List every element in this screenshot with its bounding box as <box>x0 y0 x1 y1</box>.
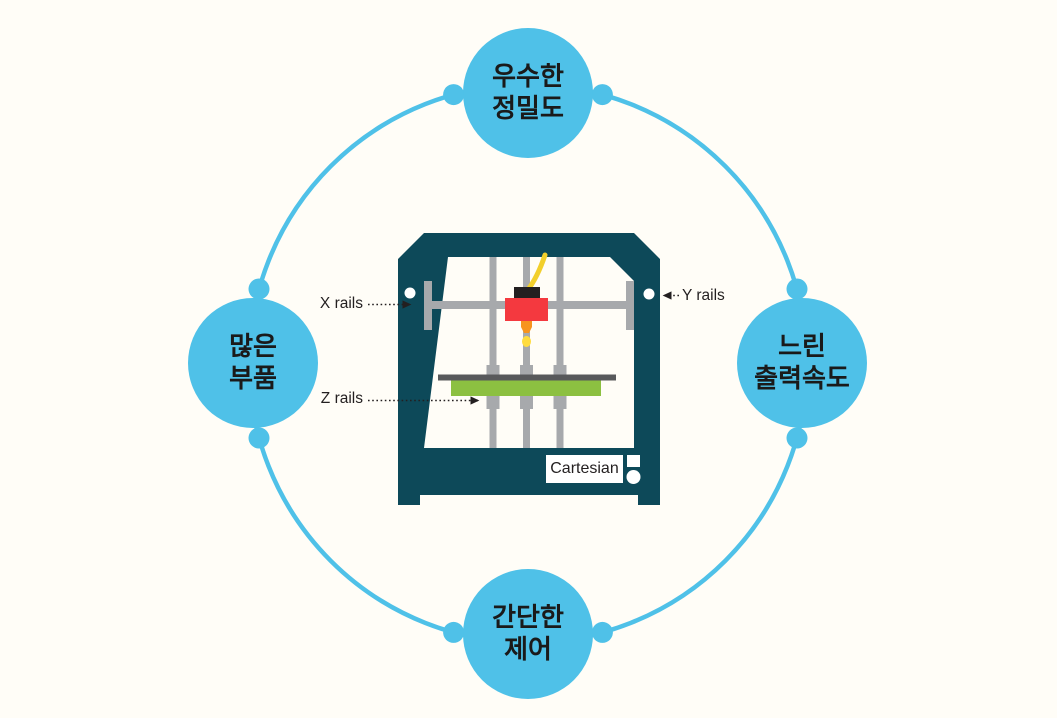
z-rails-label: Z rails <box>320 390 363 407</box>
right-bearing-hole <box>643 288 655 300</box>
feature-node-line: 제어 <box>504 634 552 664</box>
feature-node-control: 간단한 제어 <box>463 569 593 699</box>
left-bearing-hole <box>404 287 416 299</box>
bed-bracket <box>553 365 567 375</box>
connector-dot <box>248 427 270 449</box>
extruder-cap <box>514 287 540 299</box>
feature-node-parts: 많은 부품 <box>188 298 318 428</box>
z-rail-center <box>523 257 530 448</box>
connector-dot <box>786 278 808 300</box>
feature-node-line: 출력속도 <box>754 363 850 393</box>
feature-node-line: 간단한 <box>492 602 564 633</box>
bed-bracket <box>553 396 567 409</box>
connector-dot <box>443 621 465 643</box>
y-rail-right-cap <box>626 281 634 330</box>
bed-bracket <box>486 365 500 375</box>
feature-node-speed: 느린 출력속도 <box>737 298 867 428</box>
connector-dot <box>443 84 465 106</box>
feature-node-line: 느린 <box>778 331 826 362</box>
bed-platform <box>438 374 616 381</box>
feature-node-line: 정밀도 <box>492 93 564 123</box>
cartesian-badge: Cartesian <box>546 455 623 483</box>
feature-node-line: 많은 <box>229 331 277 362</box>
feature-node-line: 우수한 <box>492 61 564 92</box>
y-rails-label: Y rails <box>682 287 725 304</box>
connector-dots <box>248 84 808 643</box>
panel-button-round <box>626 470 641 484</box>
panel-button-square <box>627 455 640 467</box>
extruder-block <box>505 298 548 321</box>
printer-illustration <box>368 233 679 505</box>
feature-node-line: 부품 <box>229 363 277 393</box>
bed-bracket <box>520 365 533 375</box>
connector-dot <box>591 621 613 643</box>
z-rail-right <box>556 257 564 448</box>
connector-dot <box>786 427 808 449</box>
feature-node-precision: 우수한 정밀도 <box>463 28 593 158</box>
connector-dot <box>591 84 613 106</box>
x-rails-label: X rails <box>319 295 363 312</box>
bed-bracket <box>520 396 533 409</box>
filament-droplet <box>522 336 531 347</box>
connector-dot <box>248 278 270 300</box>
print-bed-assembly <box>438 365 616 409</box>
z-rail-left <box>489 257 497 448</box>
bed-bracket <box>486 396 500 409</box>
bed-plate <box>451 380 601 396</box>
y-rail-left-cap <box>424 281 432 330</box>
nozzle <box>521 321 532 333</box>
